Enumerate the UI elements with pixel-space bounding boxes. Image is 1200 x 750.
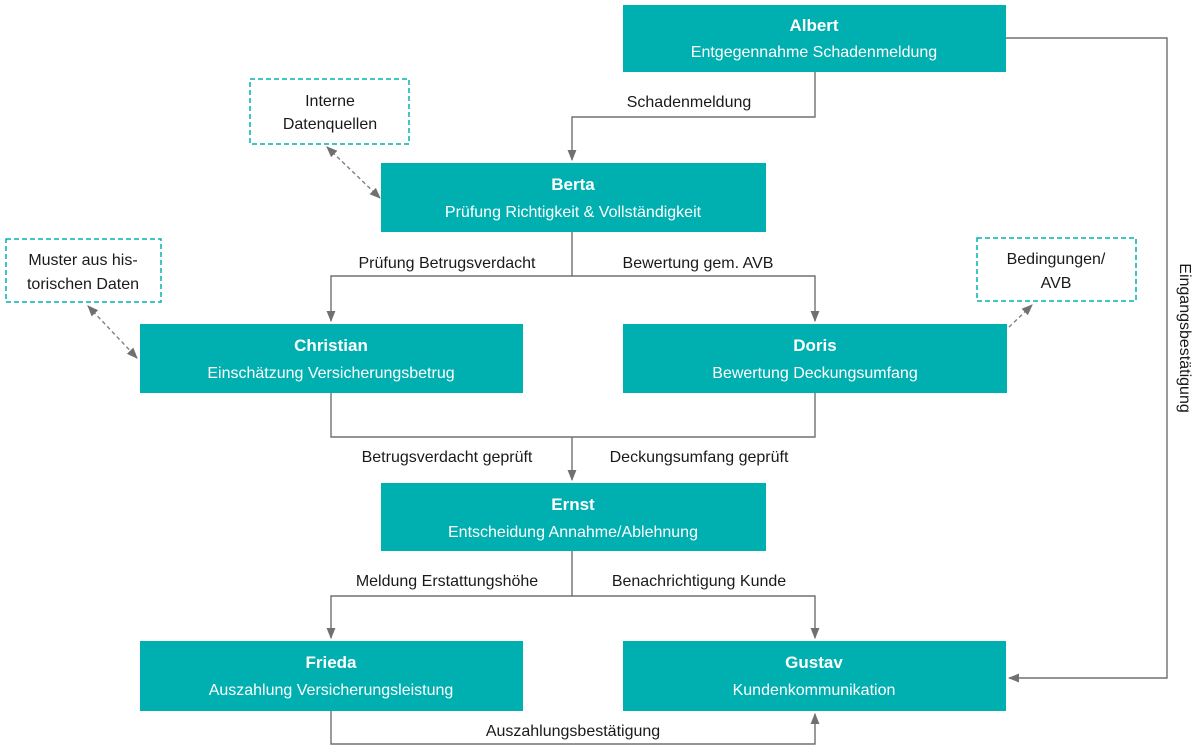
edge-label-eingangsbestaetigung: Eingangsbestätigung [1176,263,1193,412]
source-bedingungen-line1: Bedingungen/ [1007,251,1106,268]
source-bedingungen-avb: Bedingungen/ AVB [976,237,1137,302]
source-muster-historische-daten: Muster aus his- torischen Daten [5,238,162,303]
node-gustav-role: Kundenkommunikation [733,682,896,699]
connector-berta-christian [326,232,573,323]
node-albert: Albert Entgegennahme Schadenmeldung [623,5,1006,72]
dashed-link-interne-berta [326,146,381,199]
node-frieda: Frieda Auszahlung Versicherungsleistung [140,641,523,711]
source-interne-line2: Datenquellen [283,116,377,133]
node-doris: Doris Bewertung Deckungsumfang [623,324,1007,393]
dashed-link-muster-christian [87,305,138,359]
node-berta-name: Berta [551,175,595,194]
node-ernst-name: Ernst [551,495,595,514]
edge-labels: Schadenmeldung Prüfung Betrugsverdacht B… [356,94,1193,740]
connector-ernst-gustav [572,595,820,640]
node-doris-name: Doris [793,336,836,355]
edge-label-bewertung-avb: Bewertung gem. AVB [623,255,774,272]
node-gustav-name: Gustav [785,653,843,672]
connectors [326,37,1168,745]
edge-label-deckungsumfang-geprueft: Deckungsumfang geprüft [610,449,789,466]
source-interne-datenquellen: Interne Datenquellen [249,78,410,145]
node-ernst: Ernst Entscheidung Annahme/Ablehnung [381,483,766,551]
source-bedingungen-line2: AVB [1041,275,1072,292]
connector-frieda-gustav [330,711,820,745]
edge-label-benachrichtigung-kunde: Benachrichtigung Kunde [612,573,786,590]
connector-albert-gustav [1006,37,1168,683]
node-frieda-name: Frieda [305,653,357,672]
node-christian-role: Einschätzung Versicherungsbetrug [207,365,454,382]
node-christian: Christian Einschätzung Versicherungsbetr… [140,324,523,393]
source-interne-line1: Interne [305,93,355,110]
edge-label-betrugsverdacht-geprueft: Betrugsverdacht geprüft [362,449,533,466]
node-berta-role: Prüfung Richtigkeit & Vollständigkeit [445,204,702,221]
edge-label-schadenmeldung: Schadenmeldung [627,94,752,111]
node-doris-role: Bewertung Deckungsumfang [712,365,917,382]
connector-ernst-frieda [326,551,573,640]
edge-label-auszahlungsbestaetigung: Auszahlungsbestätigung [486,723,660,740]
node-gustav: Gustav Kundenkommunikation [623,641,1006,711]
connector-albert-berta [567,72,816,162]
edge-label-meldung-erstattungshoehe: Meldung Erstattungshöhe [356,573,538,590]
node-frieda-role: Auszahlung Versicherungsleistung [209,682,454,699]
node-berta: Berta Prüfung Richtigkeit & Vollständigk… [381,163,766,232]
source-muster-line1: Muster aus his- [28,252,137,269]
edge-label-pruefung-betrugsverdacht: Prüfung Betrugsverdacht [359,255,537,272]
connector-christian-ernst [330,393,816,438]
node-albert-role: Entgegennahme Schadenmeldung [691,44,937,61]
node-albert-name: Albert [789,16,838,35]
source-muster-line2: torischen Daten [27,276,139,293]
connector-berta-doris [572,275,820,323]
node-christian-name: Christian [294,336,368,355]
node-ernst-role: Entscheidung Annahme/Ablehnung [448,524,698,541]
